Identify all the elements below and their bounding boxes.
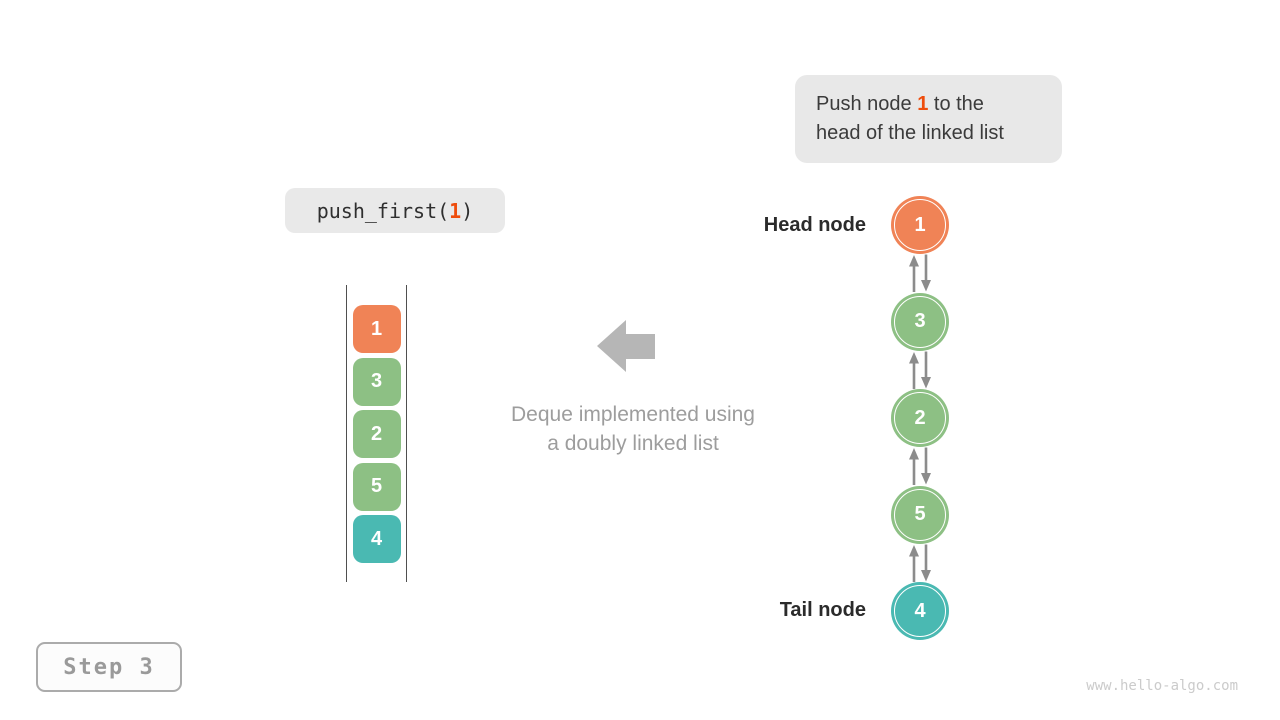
- code-prefix: push_first(: [316, 198, 450, 223]
- callout-text-line2: head of the linked list: [816, 122, 1004, 144]
- linked-list-node: 1: [891, 196, 949, 254]
- callout-highlight-value: 1: [917, 93, 929, 115]
- step-badge-label: Step 3: [63, 654, 155, 680]
- node-value: 4: [914, 599, 926, 622]
- stack-cell: 5: [352, 462, 401, 511]
- node-value: 1: [914, 213, 926, 236]
- callout-text: to the: [928, 93, 984, 115]
- bidirectional-arrows-icon: [909, 254, 931, 292]
- caption-line1: Deque implemented using: [511, 403, 755, 426]
- node-value: 2: [914, 406, 926, 429]
- callout-text: Push node: [816, 93, 918, 115]
- stack-cell: 4: [352, 515, 401, 563]
- linked-list-node: 3: [891, 292, 949, 351]
- linked-list-node: 4: [891, 582, 949, 640]
- linked-list: 1 3 2 5 4: [891, 196, 949, 640]
- stack-cell: 1: [352, 305, 401, 353]
- caption-line2: a doubly linked list: [547, 432, 719, 455]
- operation-code-box: push_first(1): [285, 188, 505, 233]
- tail-node-label: Tail node: [779, 599, 866, 621]
- node-value: 3: [914, 310, 926, 332]
- head-node-label: Head node: [763, 214, 866, 236]
- node-value: 5: [914, 503, 926, 525]
- linked-list-node: 2: [891, 389, 949, 447]
- step-badge: Step 3: [36, 642, 182, 692]
- left-arrow-icon: [597, 320, 655, 372]
- watermark: www.hello-algo.com: [1086, 678, 1238, 694]
- bidirectional-arrows-icon: [909, 351, 931, 389]
- callout-box: Push node 1 to the head of the linked li…: [795, 75, 1062, 163]
- stack-cell: 3: [352, 357, 401, 406]
- center-caption: Deque implemented using a doubly linked …: [450, 400, 816, 458]
- linked-list-node: 5: [891, 485, 949, 544]
- code-suffix: ): [461, 198, 474, 223]
- bidirectional-arrows-icon: [909, 544, 931, 582]
- stack-cell: 2: [352, 410, 401, 458]
- code-arg-value: 1: [449, 198, 462, 223]
- bidirectional-arrows-icon: [909, 447, 931, 485]
